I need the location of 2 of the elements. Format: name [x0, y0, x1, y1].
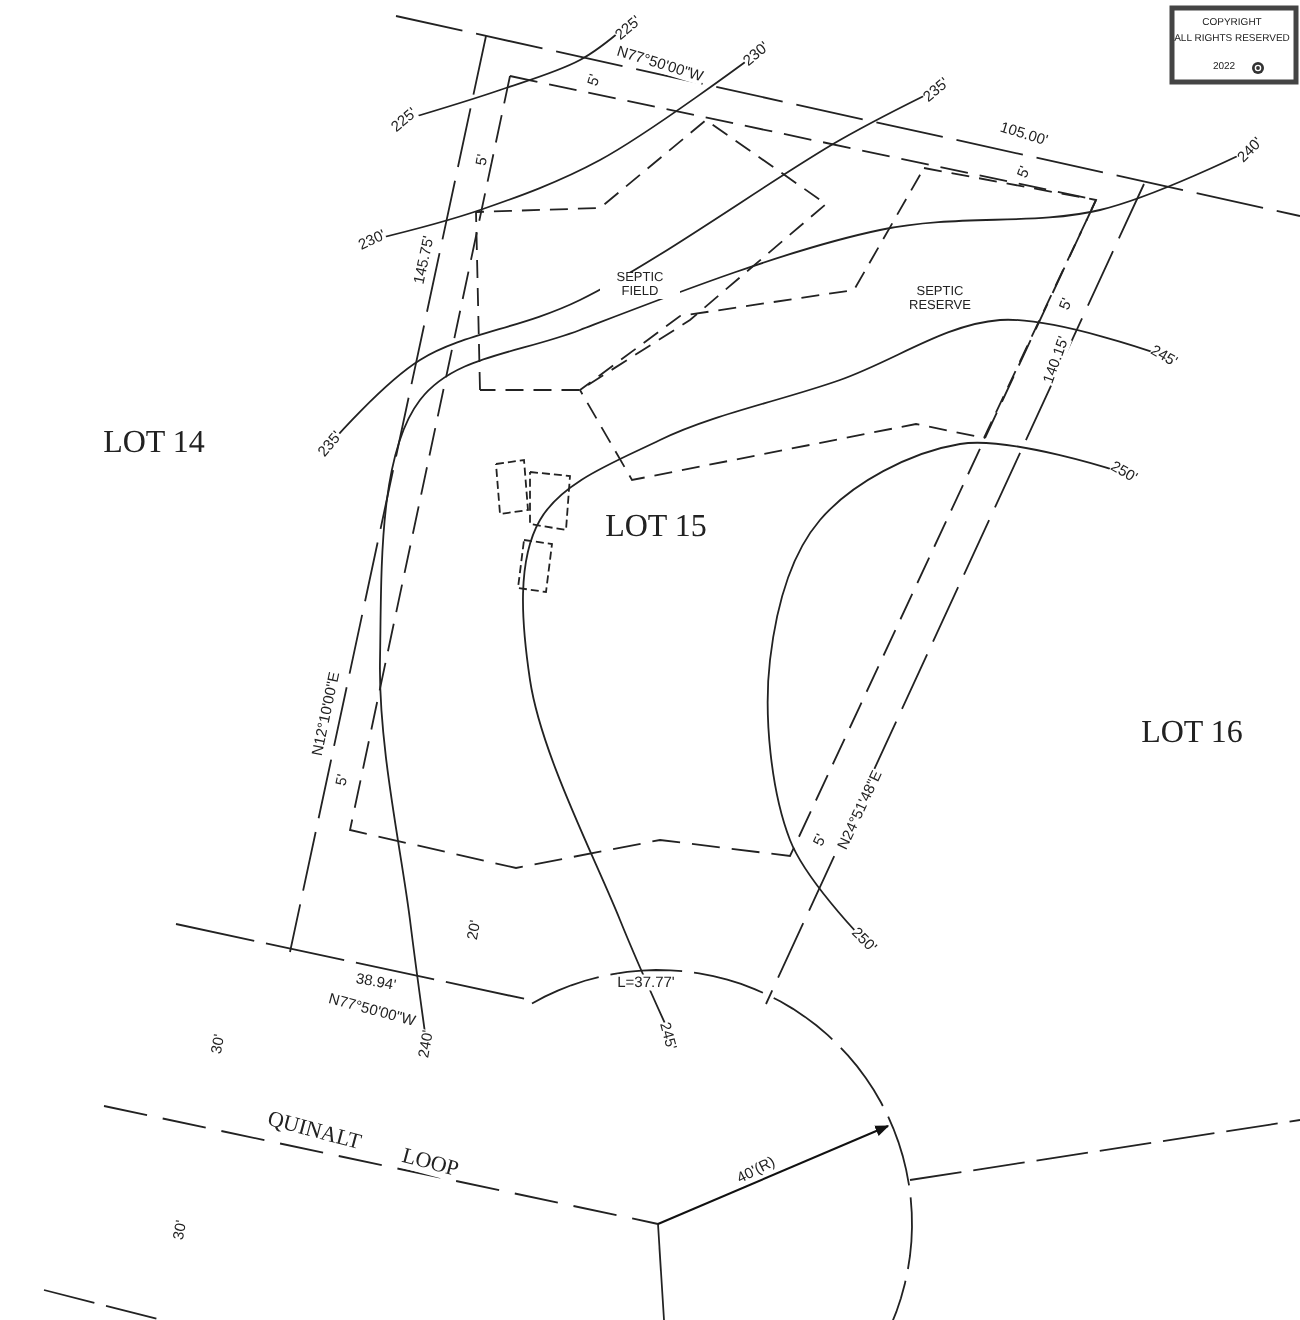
- street-name: LOOP: [399, 1145, 461, 1183]
- street-name: QUINALT: [264, 1109, 364, 1155]
